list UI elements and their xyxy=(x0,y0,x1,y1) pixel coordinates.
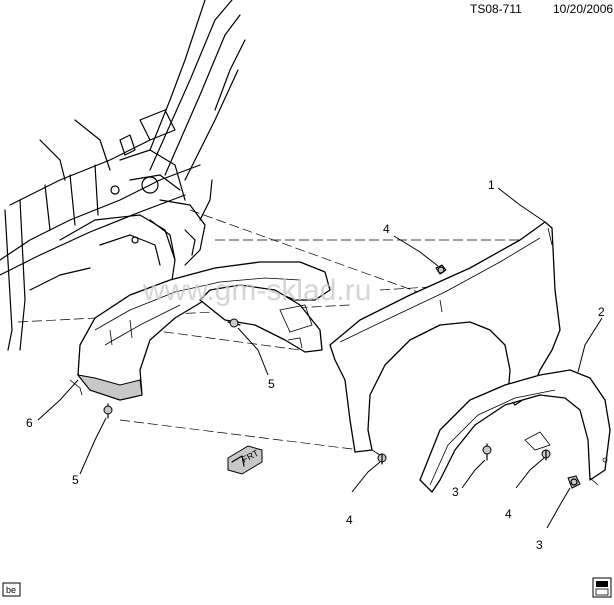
callout-5-top: 5 xyxy=(268,377,275,391)
callout-labels: 1 2 3 3 4 4 4 5 5 6 xyxy=(26,178,605,552)
fender xyxy=(329,221,561,456)
callout-2: 2 xyxy=(598,305,605,319)
flare-clip-left xyxy=(482,443,492,461)
liner-screw-top xyxy=(227,318,241,328)
callout-3-left: 3 xyxy=(452,485,459,499)
svg-text:be: be xyxy=(6,585,16,595)
callout-6: 6 xyxy=(26,416,33,430)
liner-screw-bottom xyxy=(103,403,113,419)
callout-4-bottom: 4 xyxy=(346,513,353,527)
callout-3-right: 3 xyxy=(536,538,543,552)
callout-4-top: 4 xyxy=(383,222,390,236)
watermark: www.gm-sklad.ru xyxy=(142,274,371,307)
wheelhouse-liner xyxy=(69,261,331,401)
fender-bolt-top xyxy=(435,264,447,275)
flare-clip-right xyxy=(567,475,581,489)
parts-catalog-icon xyxy=(592,577,612,598)
header-ref: TS08-711 xyxy=(470,2,522,16)
vehicle-body-structure xyxy=(0,0,246,351)
callout-5-bottom: 5 xyxy=(72,473,79,487)
flare-nut xyxy=(541,449,551,461)
callout-4-right: 4 xyxy=(505,507,512,521)
front-direction-indicator: FRT xyxy=(227,445,263,475)
footer-left-tag: be xyxy=(2,582,21,597)
wheel-opening-flare xyxy=(419,369,611,493)
header-date: 10/20/2006 xyxy=(553,2,613,16)
alignment-lines xyxy=(17,209,550,451)
fasteners xyxy=(103,264,581,489)
fender-bolt-bottom xyxy=(377,453,387,465)
leader-lines xyxy=(37,187,603,529)
callout-1: 1 xyxy=(488,178,495,192)
